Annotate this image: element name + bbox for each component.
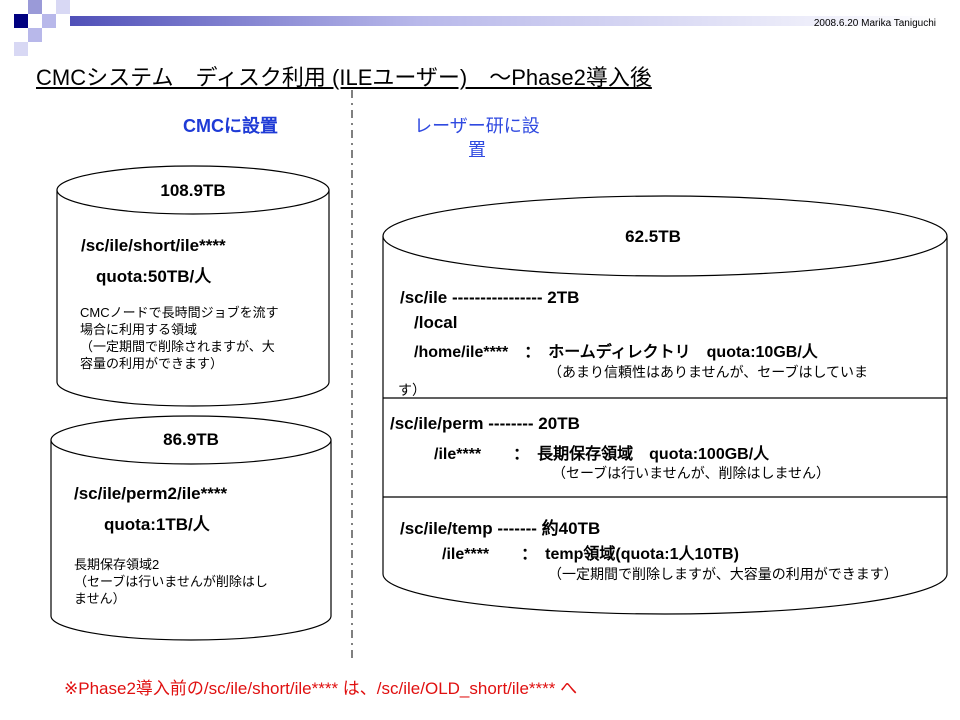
disk-path: /sc/ile/perm -------- 20TB bbox=[390, 414, 580, 433]
disk-note: 長期保存領域2 （セーブは行いませんが削除はし ません） bbox=[74, 556, 319, 607]
disk-capacity: 108.9TB bbox=[160, 181, 226, 200]
decor-square bbox=[28, 0, 42, 14]
header-gradient-bar bbox=[70, 16, 940, 26]
note-line: 場合に利用する領域 bbox=[80, 322, 198, 337]
disk-capacity: 62.5TB bbox=[625, 227, 681, 246]
disk-path: /sc/ile/temp ------- 約40TB bbox=[400, 519, 601, 538]
section-label-laser: レーザー研に設 置 bbox=[402, 114, 552, 162]
disk-path: /local bbox=[414, 313, 458, 332]
cylinder-body bbox=[56, 190, 330, 407]
decor-square bbox=[42, 14, 56, 28]
note-line: （セーブは行いませんが削除はし bbox=[74, 574, 268, 589]
cylinder-body bbox=[50, 440, 332, 641]
decor-square bbox=[28, 28, 42, 42]
footer-note: ※Phase2導入前の/sc/ile/short/ile**** は、/sc/i… bbox=[64, 679, 578, 698]
header-meta: 2008.6.20 Marika Taniguchi bbox=[813, 18, 936, 29]
decor-square bbox=[56, 0, 70, 14]
disk-path: /home/ile**** ： ホームディレクトリ quota:10GB/人 bbox=[414, 344, 818, 361]
cylinder-body bbox=[382, 236, 948, 615]
disk-quota: quota:50TB/人 bbox=[96, 267, 212, 286]
disk-path: /ile**** ： 長期保存領域 quota:100GB/人 bbox=[434, 446, 770, 463]
note-line: ません） bbox=[74, 591, 126, 606]
disk-note: （セーブは行いませんが、削除はしません） bbox=[552, 465, 831, 481]
section-label-laser-line1: レーザー研に設 bbox=[414, 116, 540, 136]
disk-note: （あまり信頼性はありませんが、セーブはしていま bbox=[548, 364, 869, 380]
disk-path: /sc/ile ---------------- 2TB bbox=[400, 288, 580, 307]
cylinder-top bbox=[50, 415, 332, 465]
disk-left-top bbox=[56, 165, 330, 407]
disk-note: す） bbox=[398, 382, 426, 398]
note-line: CMCノードで長時間ジョブを流す bbox=[80, 305, 279, 320]
disk-capacity: 86.9TB bbox=[163, 430, 219, 449]
cylinder-top bbox=[382, 195, 948, 277]
note-line: （一定期間で削除されますが、大 bbox=[80, 339, 275, 354]
page-title: CMCシステム ディスク利用 (ILEユーザー) 〜Phase2導入後 bbox=[36, 65, 652, 90]
disk-path: /sc/ile/perm2/ile**** bbox=[74, 484, 228, 503]
disk-path: /ile**** ： temp領域(quota:1人10TB) bbox=[442, 546, 739, 563]
note-line: 長期保存領域2 bbox=[74, 557, 160, 572]
disk-note: （一定期間で削除しますが、大容量の利用ができます） bbox=[548, 566, 898, 582]
cylinder-top bbox=[56, 165, 330, 215]
disk-note: CMCノードで長時間ジョブを流す 場合に利用する領域 （一定期間で削除されますが… bbox=[80, 304, 320, 372]
disk-left-bottom bbox=[50, 415, 332, 641]
disk-quota: quota:1TB/人 bbox=[104, 515, 210, 534]
disk-right bbox=[382, 195, 948, 615]
section-label-laser-line2: 置 bbox=[468, 140, 486, 160]
decor-square bbox=[14, 14, 28, 28]
disk-path: /sc/ile/short/ile**** bbox=[81, 236, 226, 255]
section-label-cmc: CMCに設置 bbox=[183, 116, 278, 136]
note-line: 容量の利用ができます） bbox=[80, 356, 224, 371]
decor-square bbox=[14, 42, 28, 56]
